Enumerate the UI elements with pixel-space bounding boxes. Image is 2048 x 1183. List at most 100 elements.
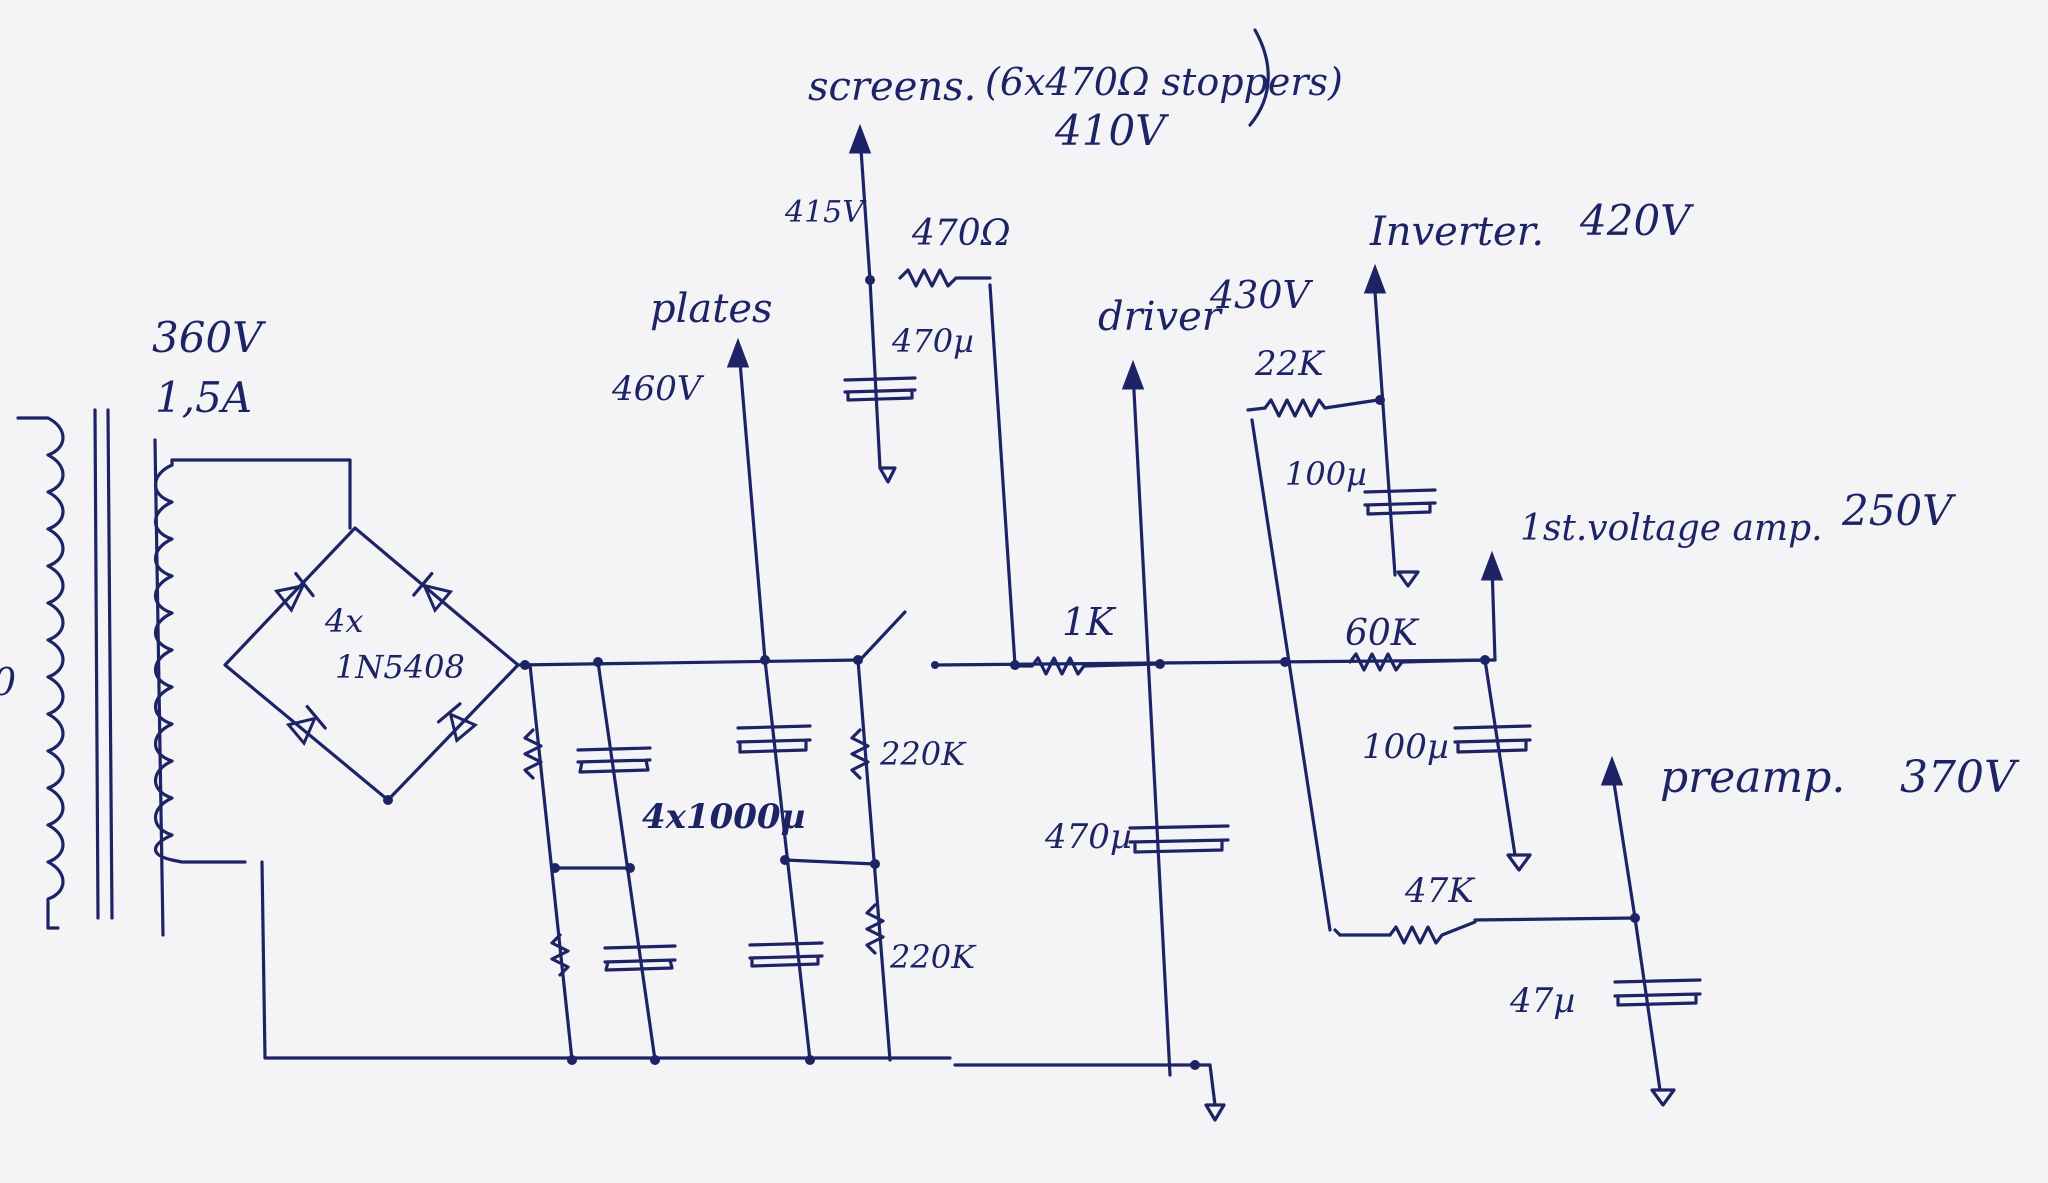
driver-capacitor-label: 470µ — [1044, 817, 1132, 857]
capacitor-screens — [843, 376, 917, 402]
labels: 360V 1,5A 0 4x 1N5408 plates 460V screen… — [0, 60, 2020, 1021]
transformer — [16, 408, 174, 937]
transformer-primary-winding — [16, 416, 65, 930]
resistors — [523, 268, 1487, 977]
capacitor-voltage-amp — [1453, 724, 1532, 754]
wire-preamp-up — [1610, 768, 1637, 920]
capacitor-filter-3 — [736, 724, 812, 754]
wire-mid-link-b — [783, 858, 877, 866]
voltage-amp-capacitor-label: 100µ — [1362, 727, 1449, 767]
wire-secondary-bottom — [170, 858, 247, 864]
wire-screens-cap — [868, 278, 882, 470]
screens-capacitor-label: 470µ — [891, 322, 974, 360]
resistor-bleeder-top — [523, 728, 543, 780]
capacitor-filter-1 — [576, 746, 652, 774]
wire-left-feed — [1250, 418, 1332, 932]
ground-screens-icon — [878, 466, 897, 484]
inverter-label: Inverter. — [1369, 209, 1544, 255]
capacitor-filter-2 — [603, 944, 677, 972]
transformer-current-label: 1,5A — [155, 373, 252, 422]
arrow-inverter-icon — [1363, 263, 1387, 294]
preamp-capacitor-label: 47µ — [1509, 981, 1575, 1021]
resistor-divider-top — [850, 728, 870, 780]
rectifier-count-label: 4x — [324, 602, 363, 640]
wire-switch-blade — [858, 610, 907, 662]
inverter-voltage-label: 420V — [1579, 196, 1694, 245]
diode-top-right — [412, 571, 454, 614]
plates-voltage-label: 460V — [611, 369, 705, 409]
transformer-core-line-2 — [106, 408, 114, 920]
screens-tap-voltage-label: 415V — [784, 195, 867, 230]
screens-voltage-label: 410V — [1054, 106, 1169, 155]
arrow-preamp-icon — [1600, 755, 1624, 786]
wire-bleeder-vertical — [528, 663, 574, 1062]
ground-preamp-icon — [1650, 1088, 1676, 1107]
arrow-screens-icon — [848, 123, 872, 154]
preamp-label: preamp. — [1660, 752, 1845, 803]
voltage-amp-resistor-label: 60K — [1345, 613, 1420, 654]
preamp-voltage-label: 370V — [1900, 752, 2020, 803]
driver-label: driver — [1098, 294, 1224, 340]
wire-inverter-resistor-feed — [1246, 406, 1267, 412]
preamp-resistor-label: 47K — [1404, 871, 1476, 911]
resistor-screens-470 — [898, 268, 992, 288]
transformer-secondary-winding — [153, 463, 174, 862]
driver-voltage-label: 430V — [1209, 273, 1314, 317]
junction-dots — [383, 275, 1640, 1070]
resistor-driver-1k — [1018, 656, 1162, 676]
plates-label: plates — [650, 286, 773, 332]
capacitor-filter-4 — [748, 941, 824, 968]
screens-label: screens. — [808, 64, 976, 110]
wire-screens-supply — [988, 283, 1017, 667]
resistor-inverter-22k — [1263, 398, 1380, 418]
diode-bottom-left — [285, 704, 327, 747]
wire-plates — [738, 360, 767, 662]
wire-secondary-top — [170, 458, 352, 530]
screens-note-label: (6x470Ω stoppers) — [985, 60, 1343, 104]
wire-bplus-rail — [516, 658, 862, 667]
voltage-amp-label: 1st.voltage amp. — [1520, 508, 1823, 549]
capacitors — [576, 376, 1702, 1007]
arrow-voltage-amp-icon — [1480, 550, 1504, 581]
capacitor-inverter — [1363, 488, 1437, 516]
ground-main-icon — [1204, 1103, 1226, 1122]
wire-ground-return — [260, 860, 952, 1060]
wire-voltage-amp-cap — [1483, 658, 1517, 857]
rectifier-part-label: 1N5408 — [335, 648, 465, 686]
wire-ground-down — [1208, 1063, 1217, 1107]
divider-bottom-label: 220K — [889, 938, 977, 976]
inverter-resistor-label: 22K — [1254, 344, 1326, 384]
voltage-amp-voltage-label: 250V — [1841, 486, 1956, 535]
transformer-primary-mark: 0 — [0, 660, 16, 704]
filter-capacitors-label: 4x1000µ — [642, 797, 805, 837]
wire-screens-up — [858, 133, 872, 282]
diode-bottom-right — [436, 702, 479, 744]
wire-preamp-out — [1473, 916, 1637, 922]
bridge-diodes — [273, 571, 479, 747]
resistor-divider-bottom — [865, 903, 885, 955]
transformer-core-line-1 — [93, 408, 100, 920]
ground-voltage-amp-icon — [1506, 853, 1532, 872]
arrow-plates-icon — [726, 337, 750, 368]
resistor-preamp-47k — [1388, 920, 1477, 945]
wire-driver — [1131, 370, 1172, 1077]
driver-resistor-label: 1K — [1062, 600, 1117, 644]
supply-arrows — [726, 123, 1624, 786]
wire-inverter — [1373, 290, 1397, 577]
screens-resistor-label: 470Ω — [911, 213, 1011, 254]
diode-top-left — [273, 571, 315, 613]
resistor-bleeder-bottom — [550, 933, 570, 977]
capacitor-driver — [1128, 824, 1230, 854]
divider-top-label: 220K — [879, 735, 967, 773]
capacitor-preamp — [1613, 978, 1702, 1007]
ground-inverter-icon — [1396, 570, 1420, 588]
arrow-driver-icon — [1121, 359, 1145, 390]
inverter-capacitor-label: 100µ — [1285, 455, 1367, 493]
resistor-voltage-amp-60k — [1348, 652, 1487, 672]
screens-note-bracket — [1248, 28, 1270, 127]
wire-cap-column-a — [596, 660, 657, 1062]
ground-symbols — [878, 466, 1676, 1122]
transformer-voltage-label: 360V — [152, 313, 266, 362]
